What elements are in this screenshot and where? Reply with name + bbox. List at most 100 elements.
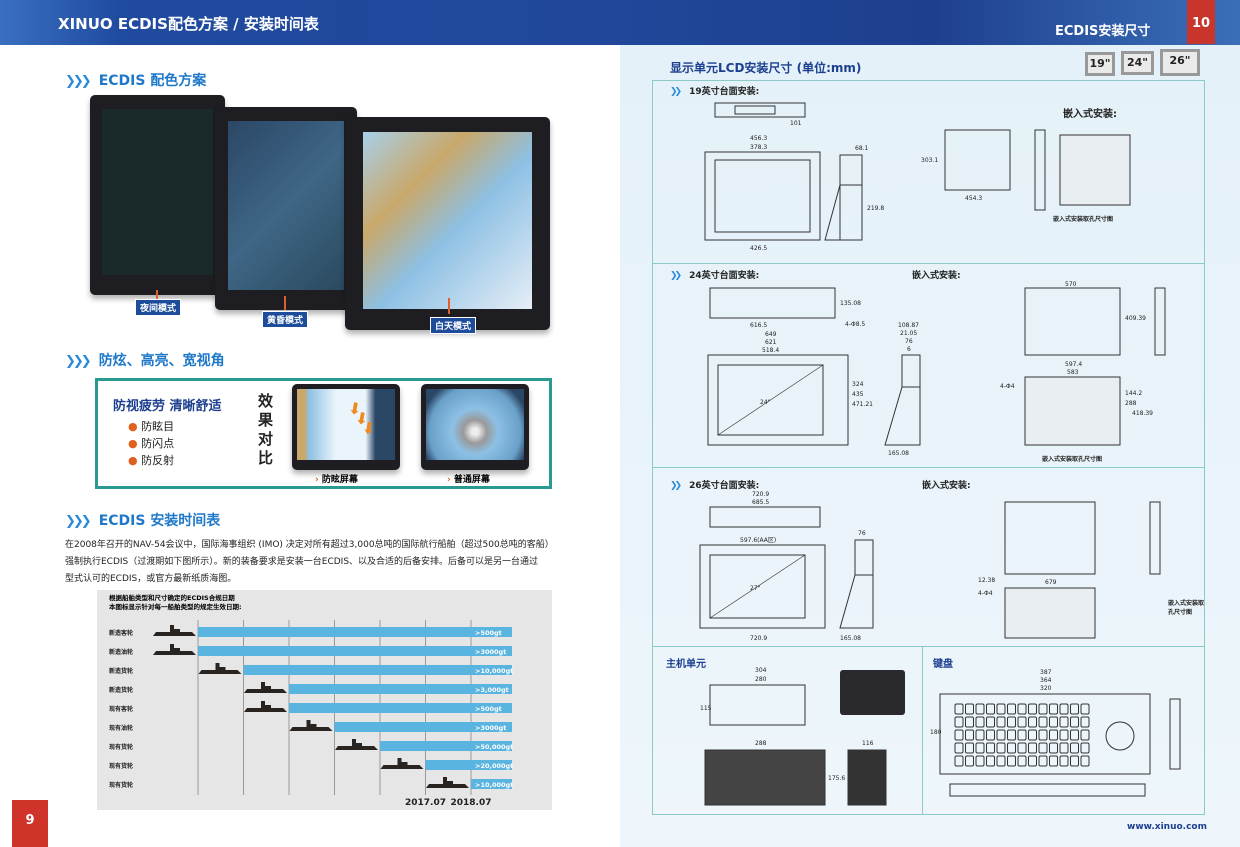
key xyxy=(976,756,984,766)
key xyxy=(1018,704,1026,714)
key xyxy=(1081,717,1089,727)
paragraph-line: 强制执行ECDIS（过渡期如下图所示）。新的装备要求是安装一台ECDIS、以及合… xyxy=(65,557,539,567)
host-unit-drawing: 304 280 115 288 116 175.6 xyxy=(700,667,905,810)
threshold-label: >3000gt xyxy=(475,724,506,732)
chart-title-line: 本图标显示针对每一船舶类型的规定生效日期: xyxy=(109,603,242,611)
key xyxy=(1071,756,1079,766)
dim: 175.6 xyxy=(828,775,845,782)
key xyxy=(976,730,984,740)
category-label: 新造客轮 xyxy=(109,629,133,637)
dim: 679 xyxy=(1045,579,1057,586)
key xyxy=(1039,704,1047,714)
timeline-bar xyxy=(380,741,512,751)
size-button-26[interactable]: 26" xyxy=(1160,49,1200,76)
dim: 165.08 xyxy=(840,635,861,642)
dim: 101 xyxy=(790,120,802,127)
dim: 12.38 xyxy=(978,577,995,584)
threshold-label: >3,000gt xyxy=(475,686,509,694)
dimensions-panel xyxy=(652,80,1205,815)
key xyxy=(997,756,1005,766)
s19-embed-label: 嵌入式安装: xyxy=(1063,109,1117,120)
dim: 76 xyxy=(858,530,866,537)
dim: 616.5 xyxy=(750,322,767,329)
key xyxy=(1008,730,1016,740)
s26-drawing: 27" 720.9 685.5 597.6(AA区) 720.9 165.08 … xyxy=(690,491,1170,642)
night-screen xyxy=(102,109,213,275)
key xyxy=(1008,756,1016,766)
paragraph-line: 在2008年召开的NAV-54会议中，国际海事组织 (IMO) 决定对所有超过3… xyxy=(65,540,554,550)
threshold-label: >500gt xyxy=(475,629,502,637)
key xyxy=(1071,743,1079,753)
size-button-24[interactable]: 24" xyxy=(1121,51,1154,75)
section-divider xyxy=(652,646,1205,647)
s26-cutout-label: 嵌入式安装取孔尺寸图 xyxy=(1168,600,1205,616)
dim: 324 xyxy=(852,381,864,388)
key xyxy=(1060,743,1068,753)
antiglare-monitor xyxy=(292,384,400,470)
heading-text: 19英寸台面安装: xyxy=(689,87,760,97)
dim: 435 xyxy=(852,391,864,398)
mode-label-dusk: 黄昏模式 xyxy=(262,311,309,328)
section-divider xyxy=(922,646,923,815)
key xyxy=(1050,743,1058,753)
s24-drawing: 24" 616.5 649 621 518.4 135.08 4-Φ8.5 10… xyxy=(700,281,1200,457)
s26-embed-label: 嵌入式安装: xyxy=(922,481,971,491)
color-scheme-heading: ❯❯❯ECDIS 配色方案 xyxy=(65,70,206,90)
heading-text: ECDIS 配色方案 xyxy=(98,73,207,89)
dim: 76 xyxy=(905,338,913,345)
caption-normal: › 普通屏幕 xyxy=(447,475,490,485)
section-divider xyxy=(652,467,1205,468)
category-label: 新造货轮 xyxy=(109,667,133,675)
threshold-label: >10,000gt xyxy=(475,667,513,675)
key xyxy=(997,717,1005,727)
bullet-text: 防眩目 xyxy=(141,420,175,433)
dim: 165.08 xyxy=(888,450,909,457)
s19-cutout-label: 嵌入式安装取孔尺寸图 xyxy=(1053,216,1114,223)
dim: 426.5 xyxy=(750,245,767,252)
key xyxy=(1071,704,1079,714)
screen-size: 24" xyxy=(760,399,771,406)
dim: 4-Φ4 xyxy=(1000,383,1015,390)
antiglare-screen xyxy=(297,389,395,460)
monitor-dusk xyxy=(215,107,357,310)
category-label: 新造货轮 xyxy=(109,686,133,694)
mode-label-night: 夜间模式 xyxy=(135,299,182,316)
website-link[interactable]: www.xinuo.com xyxy=(1127,822,1207,832)
s24-embed-label: 嵌入式安装: xyxy=(912,271,961,281)
caption-antiglare: › 防眩屏幕 xyxy=(315,475,358,485)
key xyxy=(997,730,1005,740)
dim: 597.4 xyxy=(1065,361,1082,368)
dim: 320 xyxy=(1040,685,1052,692)
threshold-label: >500gt xyxy=(475,705,502,713)
dim: 180 xyxy=(930,729,942,736)
pointer-arrow xyxy=(284,296,286,310)
dim: 135.08 xyxy=(840,300,861,307)
page-number-right: 10 xyxy=(1187,0,1215,44)
size-button-19[interactable]: 19" xyxy=(1085,52,1115,76)
category-label: 现有货轮 xyxy=(109,762,133,770)
key xyxy=(1050,756,1058,766)
dusk-screen xyxy=(227,121,345,290)
ship-icon xyxy=(153,625,196,636)
heading-text: 24英寸台面安装: xyxy=(689,271,760,281)
key xyxy=(1029,743,1037,753)
bullet-item: ● 防闪点 xyxy=(128,437,175,450)
category-label: 现有货轮 xyxy=(109,743,133,751)
dim: 303.1 xyxy=(921,157,938,164)
dim: 471.21 xyxy=(852,401,873,408)
bullet-text: 防闪点 xyxy=(141,437,175,450)
threshold-label: >50,000gt xyxy=(475,743,513,751)
key xyxy=(955,730,963,740)
key xyxy=(1081,704,1089,714)
category-label: 现有客轮 xyxy=(109,705,133,713)
timeline-bar xyxy=(334,722,512,732)
ship-icon xyxy=(198,663,242,674)
key xyxy=(987,704,995,714)
category-label: 现有货轮 xyxy=(109,781,133,789)
key xyxy=(1029,717,1037,727)
dim: 418.39 xyxy=(1132,410,1153,417)
antiglare-box xyxy=(95,378,552,489)
compliance-timeline-chart: 根据船舶类型和尺寸确定的ECDIS合规日期 本图标显示针对每一船舶类型的规定生效… xyxy=(97,590,552,810)
ship-icon xyxy=(244,701,287,712)
key xyxy=(966,756,974,766)
